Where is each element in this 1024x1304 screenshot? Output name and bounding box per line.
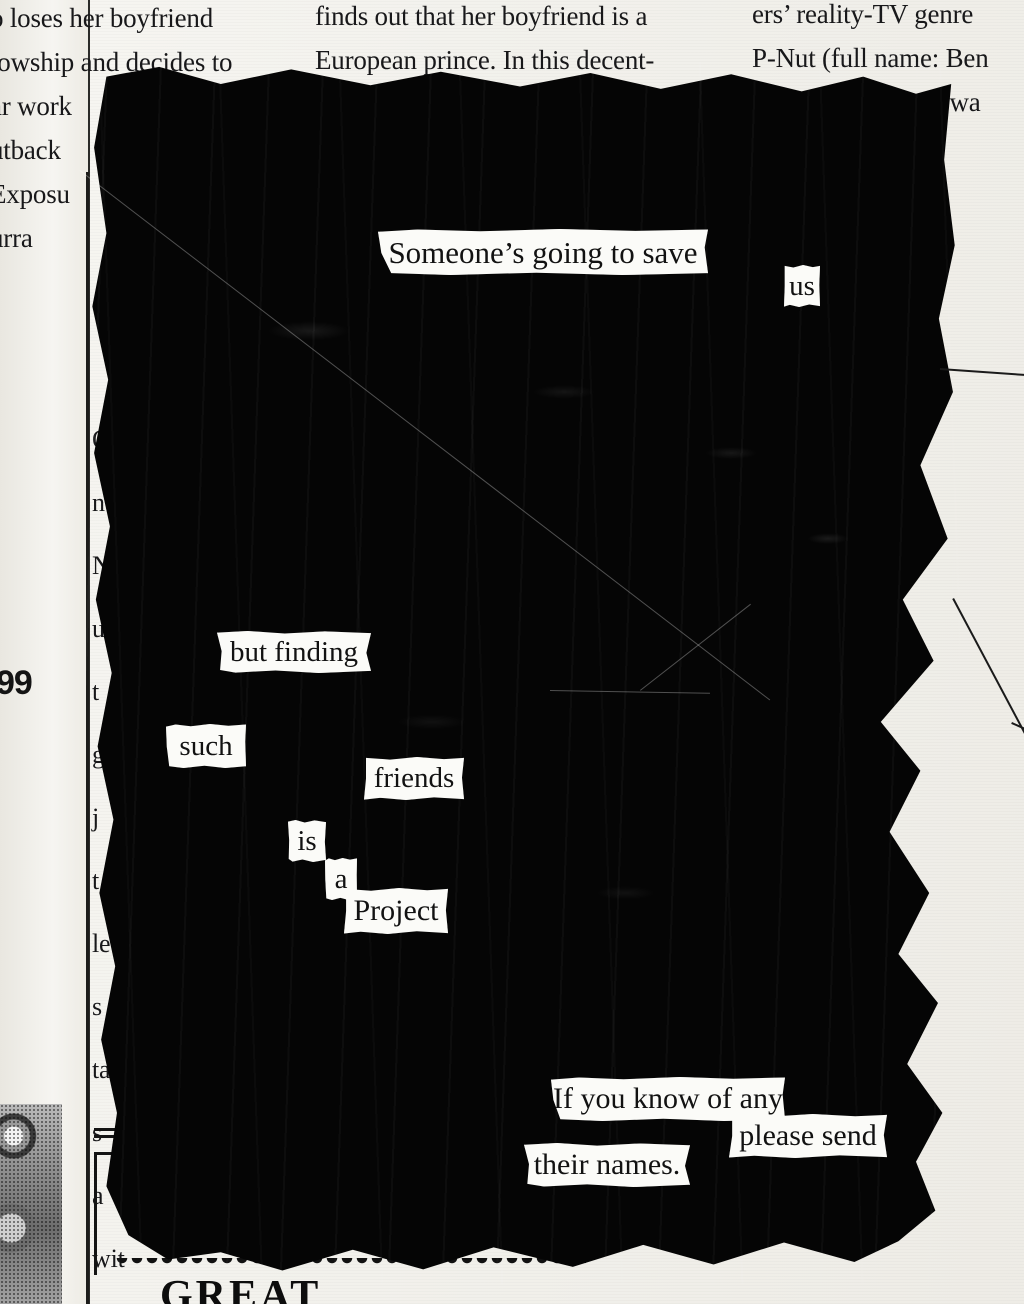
page-edge: [0, 0, 90, 1304]
poem-chip-6: is: [288, 820, 326, 862]
column-gutter-rule: [86, 172, 89, 1304]
poem-chip-4-text: such: [179, 729, 233, 762]
scalloped-border: [116, 1258, 586, 1270]
poem-chip-10: please send: [729, 1114, 887, 1158]
poem-chip-5-text: friends: [373, 762, 455, 794]
poem-chip-11-text: their names.: [533, 1148, 681, 1181]
poem-chip-2-text: us: [789, 269, 815, 302]
poem-chip-8: Project: [344, 888, 448, 934]
halftone-photo: [0, 1104, 62, 1304]
ad-headline: GREAT: [160, 1273, 322, 1304]
poem-chip-7-text: a: [334, 862, 348, 895]
poem-chip-3: but finding: [217, 631, 371, 673]
poem-chip-9-text: If you know of any: [553, 1082, 783, 1115]
poem-chip-3-text: but finding: [229, 635, 359, 668]
poem-chip-6-text: is: [297, 824, 317, 857]
poem-chip-1-text: Someone’s going to save: [388, 234, 698, 270]
poem-chip-8-text: Project: [353, 894, 439, 927]
poem-chip-2: us: [784, 265, 820, 307]
poem-chip-9: If you know of any: [551, 1077, 785, 1121]
poem-chip-10-text: please send: [739, 1119, 877, 1152]
poem-chip-5: friends: [364, 757, 464, 800]
poem-chip-1: Someone’s going to save: [378, 229, 708, 275]
poem-chip-11: their names.: [524, 1143, 690, 1187]
page-number: 99: [0, 664, 33, 702]
poem-chip-4: such: [166, 724, 246, 768]
